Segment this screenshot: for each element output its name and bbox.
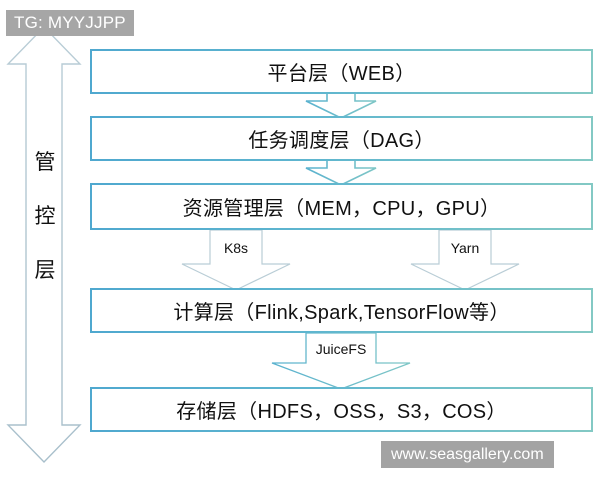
layer-box-compute[interactable]: 计算层（Flink,Spark,TensorFlow等） — [90, 288, 593, 333]
layer-box-scheduler[interactable]: 任务调度层（DAG） — [90, 116, 593, 161]
layer-label-compute: 计算层（Flink,Spark,TensorFlow等） — [173, 302, 510, 324]
layer-label-scheduler: 任务调度层（DAG） — [248, 130, 435, 152]
arrow-scheduler-to-resource — [305, 158, 377, 186]
watermark: www.seasgallery.com — [381, 441, 554, 468]
arrow-platform-to-scheduler — [305, 91, 377, 119]
governance-arrow-label: 管 控 层 — [31, 135, 59, 297]
governance-char-2: 控 — [34, 204, 56, 228]
arrow-label-yarn: Yarn — [450, 240, 480, 256]
layer-label-storage: 存储层（HDFS，OSS，S3，COS） — [176, 401, 507, 423]
arrow-k8s — [181, 229, 291, 291]
layer-label-resource: 资源管理层（MEM，CPU，GPU） — [182, 198, 501, 220]
layer-box-platform[interactable]: 平台层（WEB） — [90, 49, 593, 94]
governance-char-3: 层 — [34, 258, 56, 282]
tag-badge: TG: MYYJJPP — [6, 10, 134, 36]
arrow-yarn — [410, 229, 520, 291]
layer-box-resource[interactable]: 资源管理层（MEM，CPU，GPU） — [90, 183, 593, 230]
governance-char-1: 管 — [34, 150, 56, 174]
layer-box-storage[interactable]: 存储层（HDFS，OSS，S3，COS） — [90, 387, 593, 432]
arrow-label-k8s: K8s — [223, 240, 249, 256]
arrow-label-juicefs: JuiceFS — [315, 341, 367, 357]
layer-label-platform: 平台层（WEB） — [267, 63, 416, 85]
